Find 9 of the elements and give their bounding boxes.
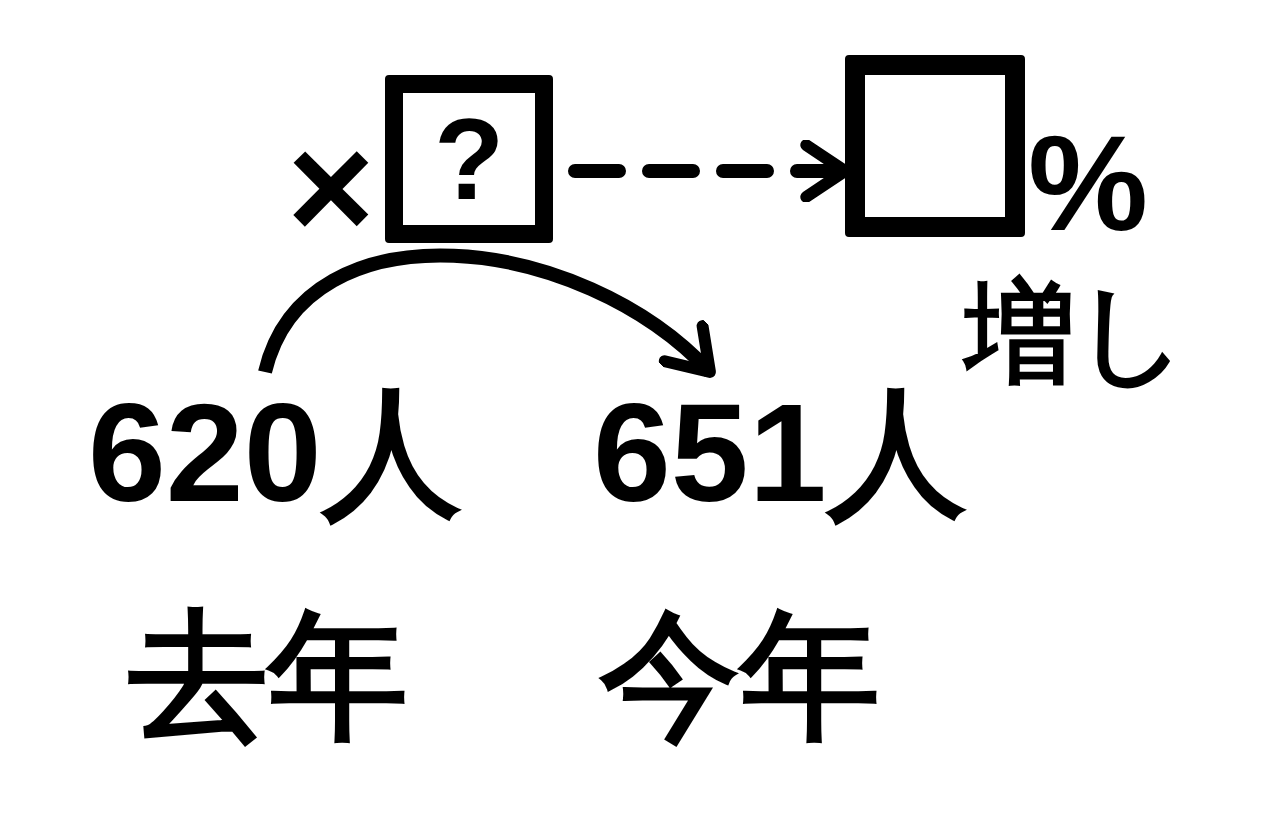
- count-label: 651人: [593, 374, 967, 533]
- multiply-sign: ×: [287, 120, 375, 255]
- year-label: 今年: [600, 596, 880, 756]
- question-box: ?: [385, 75, 553, 243]
- percent-label: %: [1028, 107, 1149, 261]
- year-label: 去年: [128, 596, 408, 756]
- curved-arrow: [258, 248, 716, 378]
- answer-box: [845, 55, 1025, 237]
- count-label: 620人: [88, 373, 462, 533]
